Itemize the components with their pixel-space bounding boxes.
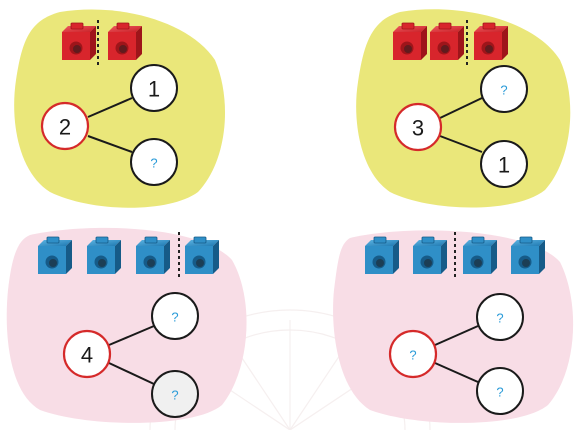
- blue-cube: [185, 236, 219, 274]
- part-bottom-value: ?: [171, 388, 178, 403]
- connector-line: [108, 325, 155, 346]
- whole-value: ?: [409, 348, 416, 363]
- part-whole-model: ? ? ?: [388, 293, 524, 415]
- part-top-value: ?: [500, 83, 507, 98]
- whole-circle: [62, 329, 112, 379]
- blue-cube: [413, 236, 447, 274]
- red-cube: [108, 22, 142, 60]
- whole-circle[interactable]: [388, 329, 438, 379]
- blue-cube: [511, 236, 545, 274]
- blue-cube: [463, 236, 497, 274]
- cube-group-top-right: [393, 22, 508, 60]
- part-whole-model: 3 ? 1: [393, 65, 528, 188]
- part-circle-bottom: [480, 140, 528, 188]
- part-bottom-value: ?: [496, 385, 503, 400]
- part-circle-top[interactable]: [476, 293, 524, 341]
- blue-cube: [38, 236, 72, 274]
- part-top-value: ?: [496, 311, 503, 326]
- connector-line: [434, 325, 479, 346]
- red-cube: [474, 22, 508, 60]
- whole-circle: [40, 101, 90, 151]
- blue-cube: [365, 236, 399, 274]
- cube-group-bottom-left: [38, 236, 219, 274]
- part-top-value: ?: [171, 310, 178, 325]
- whole-value: 3: [412, 116, 424, 141]
- blue-cube: [87, 236, 121, 274]
- red-cube: [62, 22, 96, 60]
- part-circle-top[interactable]: [480, 65, 528, 113]
- part-whole-model: 2 1 ?: [40, 64, 178, 186]
- connector-line: [87, 135, 133, 153]
- part-bottom-value: ?: [150, 156, 157, 171]
- connector-line: [439, 97, 483, 119]
- red-cube: [393, 22, 427, 60]
- part-whole-model: 4 ? ?: [62, 292, 199, 418]
- part-top-value: 1: [148, 77, 160, 102]
- part-circle-bottom[interactable]: [151, 370, 199, 418]
- part-circle-bottom[interactable]: [476, 367, 524, 415]
- cube-group-top-left: [62, 22, 142, 60]
- connector-line: [108, 362, 155, 385]
- part-circle-bottom[interactable]: [130, 138, 178, 186]
- connector-line: [434, 362, 479, 383]
- whole-value: 2: [59, 115, 71, 140]
- cube-group-bottom-right: [365, 236, 545, 274]
- part-bottom-value: 1: [498, 153, 510, 178]
- part-circle-top[interactable]: [151, 292, 199, 340]
- whole-circle: [393, 102, 443, 152]
- connector-line: [439, 135, 483, 153]
- connector-line: [87, 97, 133, 118]
- part-circle-top: [130, 64, 178, 112]
- whole-value: 4: [81, 343, 93, 368]
- red-cube: [430, 22, 464, 60]
- blue-cube: [136, 236, 170, 274]
